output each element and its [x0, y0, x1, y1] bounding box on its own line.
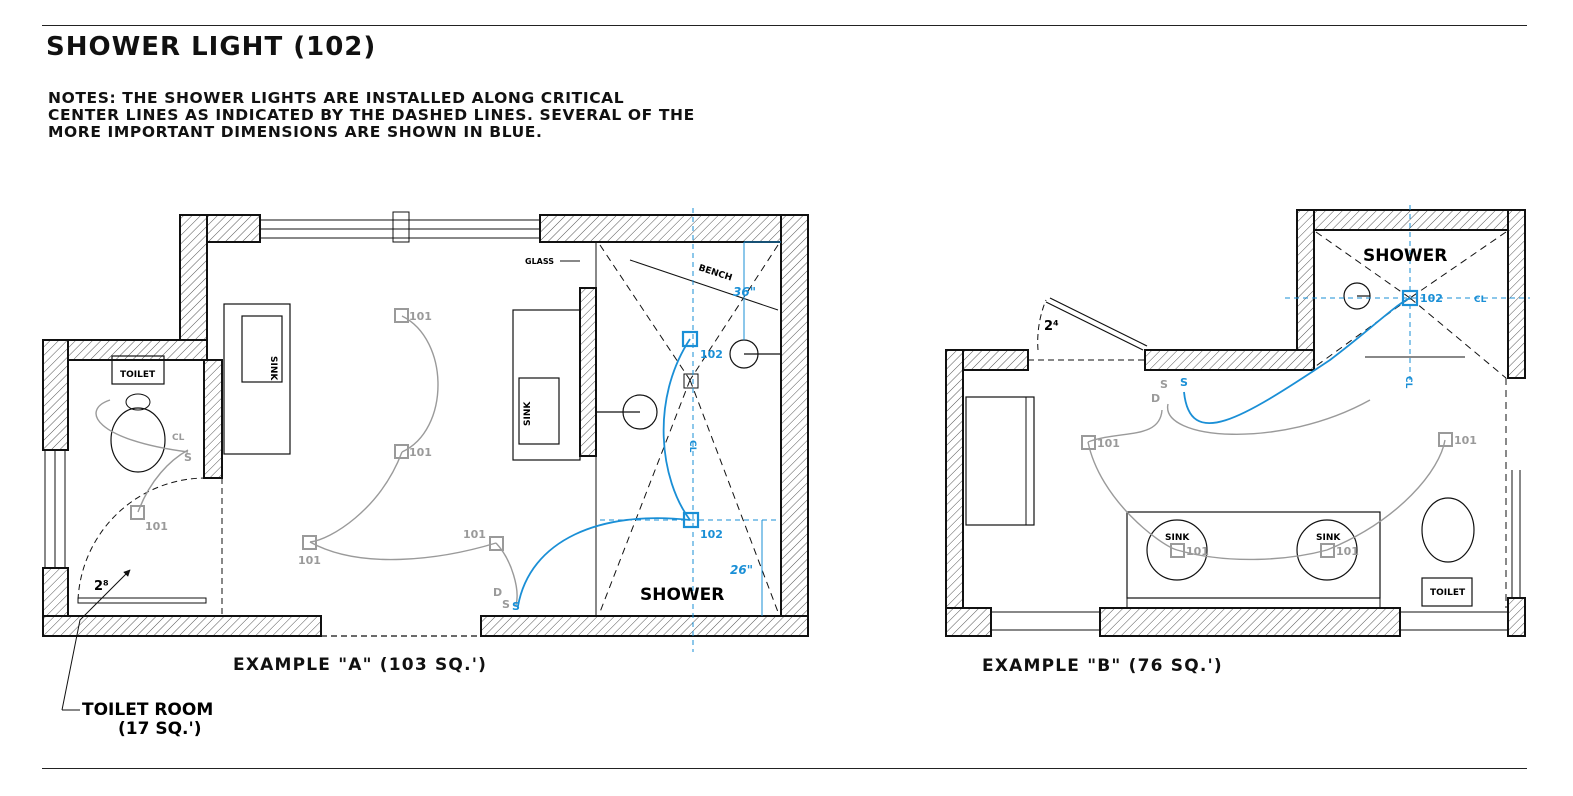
door-dim: 2⁴ [1044, 319, 1059, 334]
plan-example-a: GLASS BENCH 36" 26" CL CL SINK SINK TOIL… [42, 208, 809, 739]
circuits-gray-a [95, 315, 518, 606]
page-title: SHOWER LIGHT (102) [46, 32, 377, 62]
light-102-icon [1401, 289, 1419, 307]
label-sink: SINK [1316, 533, 1341, 543]
label-cl: CL [172, 433, 185, 443]
light-label: 102 [700, 348, 723, 361]
label-bench: BENCH [697, 263, 733, 283]
circuit-blue-a[interactable] [517, 338, 691, 607]
toilet-room-area: (17 SQ.') [118, 719, 201, 739]
label-glass: GLASS [525, 257, 554, 266]
walls-a [42, 214, 809, 637]
light-101-icon [130, 505, 145, 520]
light-label: 102 [1420, 292, 1443, 305]
light-102-icon [681, 330, 699, 348]
label-sink: SINK [268, 356, 278, 381]
notes-line-3: MORE IMPORTANT DIMENSIONS ARE SHOWN IN B… [48, 123, 543, 141]
toilet-room-label: TOILET ROOM [82, 700, 213, 720]
label-shower: SHOWER [1363, 246, 1447, 266]
light-101-icon [489, 536, 504, 551]
walls-b [945, 209, 1526, 637]
light-label: 101 [1454, 434, 1477, 447]
switch-s: S [1180, 376, 1188, 389]
label-sink: SINK [1165, 533, 1190, 543]
caption-example-a: EXAMPLE "A" (103 SQ.') [233, 655, 488, 675]
light-label: 101 [1336, 545, 1359, 558]
circuits-gray-b [1087, 399, 1446, 561]
label-sink: SINK [523, 401, 533, 426]
label-shower: SHOWER [640, 585, 724, 605]
light-101-icon [394, 308, 409, 323]
dim-26: 26" [730, 563, 753, 577]
light-label: 101 [145, 520, 168, 533]
light-label: 101 [1097, 437, 1120, 450]
notes: NOTES: THE SHOWER LIGHTS ARE INSTALLED A… [48, 90, 868, 141]
caption-example-b: EXAMPLE "B" (76 SQ.') [982, 656, 1223, 676]
notes-line-1: NOTES: THE SHOWER LIGHTS ARE INSTALLED A… [48, 89, 625, 107]
light-101-icon [302, 535, 317, 550]
light-label: 101 [463, 528, 486, 541]
bottom-rule [42, 768, 1527, 769]
dim-36: 36" [733, 285, 756, 299]
plan-example-b: SHOWER SINK SINK TOILET CL CL 101 101 10… [945, 205, 1530, 637]
light-101-icon [394, 444, 409, 459]
light-label: 101 [409, 446, 432, 459]
label-cl: CL [1403, 376, 1413, 389]
switch-s: S [184, 451, 192, 464]
light-102-icon [682, 511, 700, 529]
label-cl: CL [687, 440, 697, 453]
light-label: 101 [1186, 545, 1209, 558]
door-dim: 2⁸ [94, 579, 109, 594]
switch-d: D [493, 586, 502, 599]
light-101-icon [1081, 435, 1096, 450]
label-toilet: TOILET [120, 370, 156, 380]
switch-s: S [512, 600, 520, 613]
label-cl: CL [1474, 295, 1487, 305]
light-label: 102 [700, 528, 723, 541]
light-101-icon [1320, 543, 1335, 558]
circuit-blue-b[interactable] [1183, 297, 1411, 424]
switch-s: S [1160, 378, 1168, 391]
top-rule [42, 25, 1527, 26]
switch-d: D [1151, 392, 1160, 405]
label-toilet: TOILET [1430, 588, 1466, 598]
switch-s: S [502, 598, 510, 611]
dims-b [1285, 205, 1530, 380]
light-label: 101 [409, 310, 432, 323]
light-label: 101 [298, 554, 321, 567]
windows-a [44, 211, 541, 569]
notes-line-2: CENTER LINES AS INDICATED BY THE DASHED … [48, 106, 695, 124]
light-101-icon [1170, 543, 1185, 558]
light-101-icon [1438, 432, 1453, 447]
